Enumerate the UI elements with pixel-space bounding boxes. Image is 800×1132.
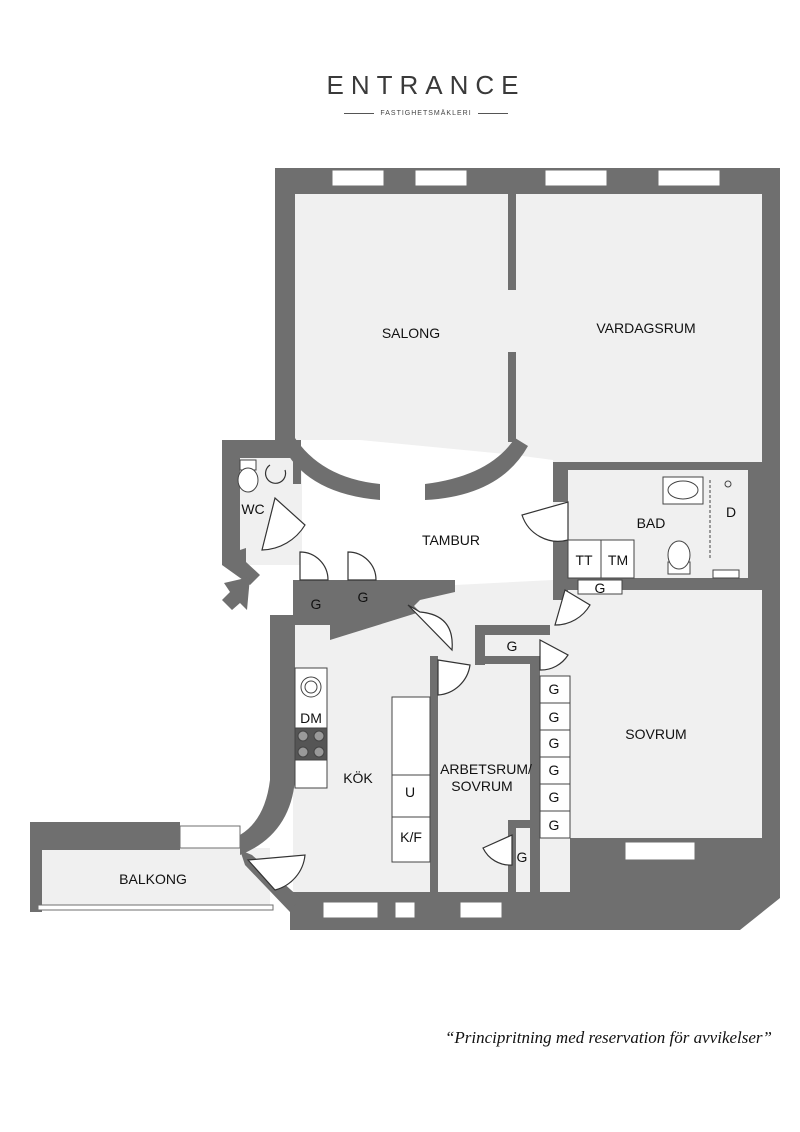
label-arbetsrum-2: SOVRUM [451,778,512,794]
window-sovrum [624,841,696,861]
wall-balkong-top [30,822,180,850]
label-g-wardrobe-6: G [549,817,560,833]
floor-main [293,190,762,892]
label-g-wardrobe-2: G [549,709,560,725]
label-g-closet-1: G [311,596,322,612]
wall-salong-vardagsrum-upper [508,190,516,290]
windows [179,169,721,919]
door-arbetsrum [437,659,471,696]
label-kok: KÖK [343,769,373,786]
shower-drain [712,569,740,579]
wall-wc-right [293,440,301,484]
label-vardagsrum: VARDAGSRUM [596,320,695,336]
bad-g-box [577,579,623,595]
shower-head-icon [724,480,732,488]
window-vardagsrum-1 [544,169,608,187]
label-tambur: TAMBUR [422,532,480,548]
wall-wc [222,440,300,585]
wall-g-closet-left [475,625,485,665]
wall-arbetsrum-right [530,660,540,892]
wardrobes [539,675,571,839]
wall-kitchen-diag [330,602,420,640]
door-closet-1 [299,551,329,581]
window-arbetsrum [459,901,503,919]
disclaimer-text: “Principritning med reservation för avvi… [444,1028,772,1047]
wall-closet-div [335,580,343,620]
kitchen-fixtures [294,667,431,863]
wall-salong-vardagsrum-lower [508,352,516,442]
wall-small-g [508,820,533,828]
wall-closets [293,580,455,625]
label-kf: K/F [400,829,422,845]
door-swings [246,464,591,891]
label-dm: DM [300,710,322,726]
label-g-hall: G [507,638,518,654]
brand-name: ENTRANCE [326,70,526,100]
label-d: D [726,504,736,520]
door-wc [261,496,306,551]
logo: ENTRANCE FASTIGHETSMÄKLERI [0,70,800,119]
wall-arch-left [285,435,380,500]
wall-right [762,168,780,898]
bath-fixtures [237,459,740,595]
door-bad [521,501,569,542]
label-g-wardrobe-1: G [549,681,560,697]
balkong-rail [37,904,274,911]
window-balkong [179,825,241,849]
label-sovrum: SOVRUM [625,726,686,742]
label-g-wardrobe-3: G [549,735,560,751]
label-g-wardrobe-4: G [549,762,560,778]
window-kitchen-2 [394,901,416,919]
wall-bad-right [748,470,762,580]
window-salong-1 [331,169,385,187]
wall-g-closet-top [475,625,550,635]
label-bad: BAD [637,515,666,531]
door-small-g [482,834,513,866]
door-bad-sovrum [554,589,591,626]
window-kitchen-1 [322,901,379,919]
label-u: U [405,784,415,800]
door-sovrum [539,638,569,671]
label-tm: TM [608,552,628,568]
brand-tagline-row: FASTIGHETSMÄKLERI [344,110,508,117]
wall-arch-right [425,438,528,500]
tagline-rule-right [477,113,508,114]
label-salong: SALONG [382,325,440,341]
wall-bottom-right [570,838,780,930]
brand-tagline: FASTIGHETSMÄKLERI [380,110,472,117]
label-wc: WC [241,501,264,517]
label-tt: TT [575,552,593,568]
wall-bad-top [553,462,762,470]
window-vardagsrum-2 [657,169,721,187]
window-salong-2 [414,169,468,187]
floor-balkong [38,848,270,908]
wall-arbetsrum-left [430,656,438,892]
label-g-wardrobe-5: G [549,789,560,805]
sink-icon [300,676,322,698]
door-closet-2 [347,551,377,581]
label-g-bad: G [595,580,606,596]
label-g-small: G [517,849,528,865]
entrance-arrow-icon [222,577,250,610]
wall-left-upper [275,168,295,444]
wall-arbetsrum-top [475,656,540,664]
label-arbetsrum-1: ARBETSRUM/ [440,761,532,777]
tagline-rule-left [344,113,375,114]
door-balkong [246,854,306,891]
label-balkong: BALKONG [119,871,187,887]
kitchen-tall-unit [391,696,431,863]
door-kitchen [407,604,453,652]
wall-bad-left-upper [553,462,568,502]
door-wc-inner [264,464,287,484]
label-g-closet-2: G [358,589,369,605]
wall-kitchen-left [240,615,295,855]
wall-balkong-left [30,822,42,912]
